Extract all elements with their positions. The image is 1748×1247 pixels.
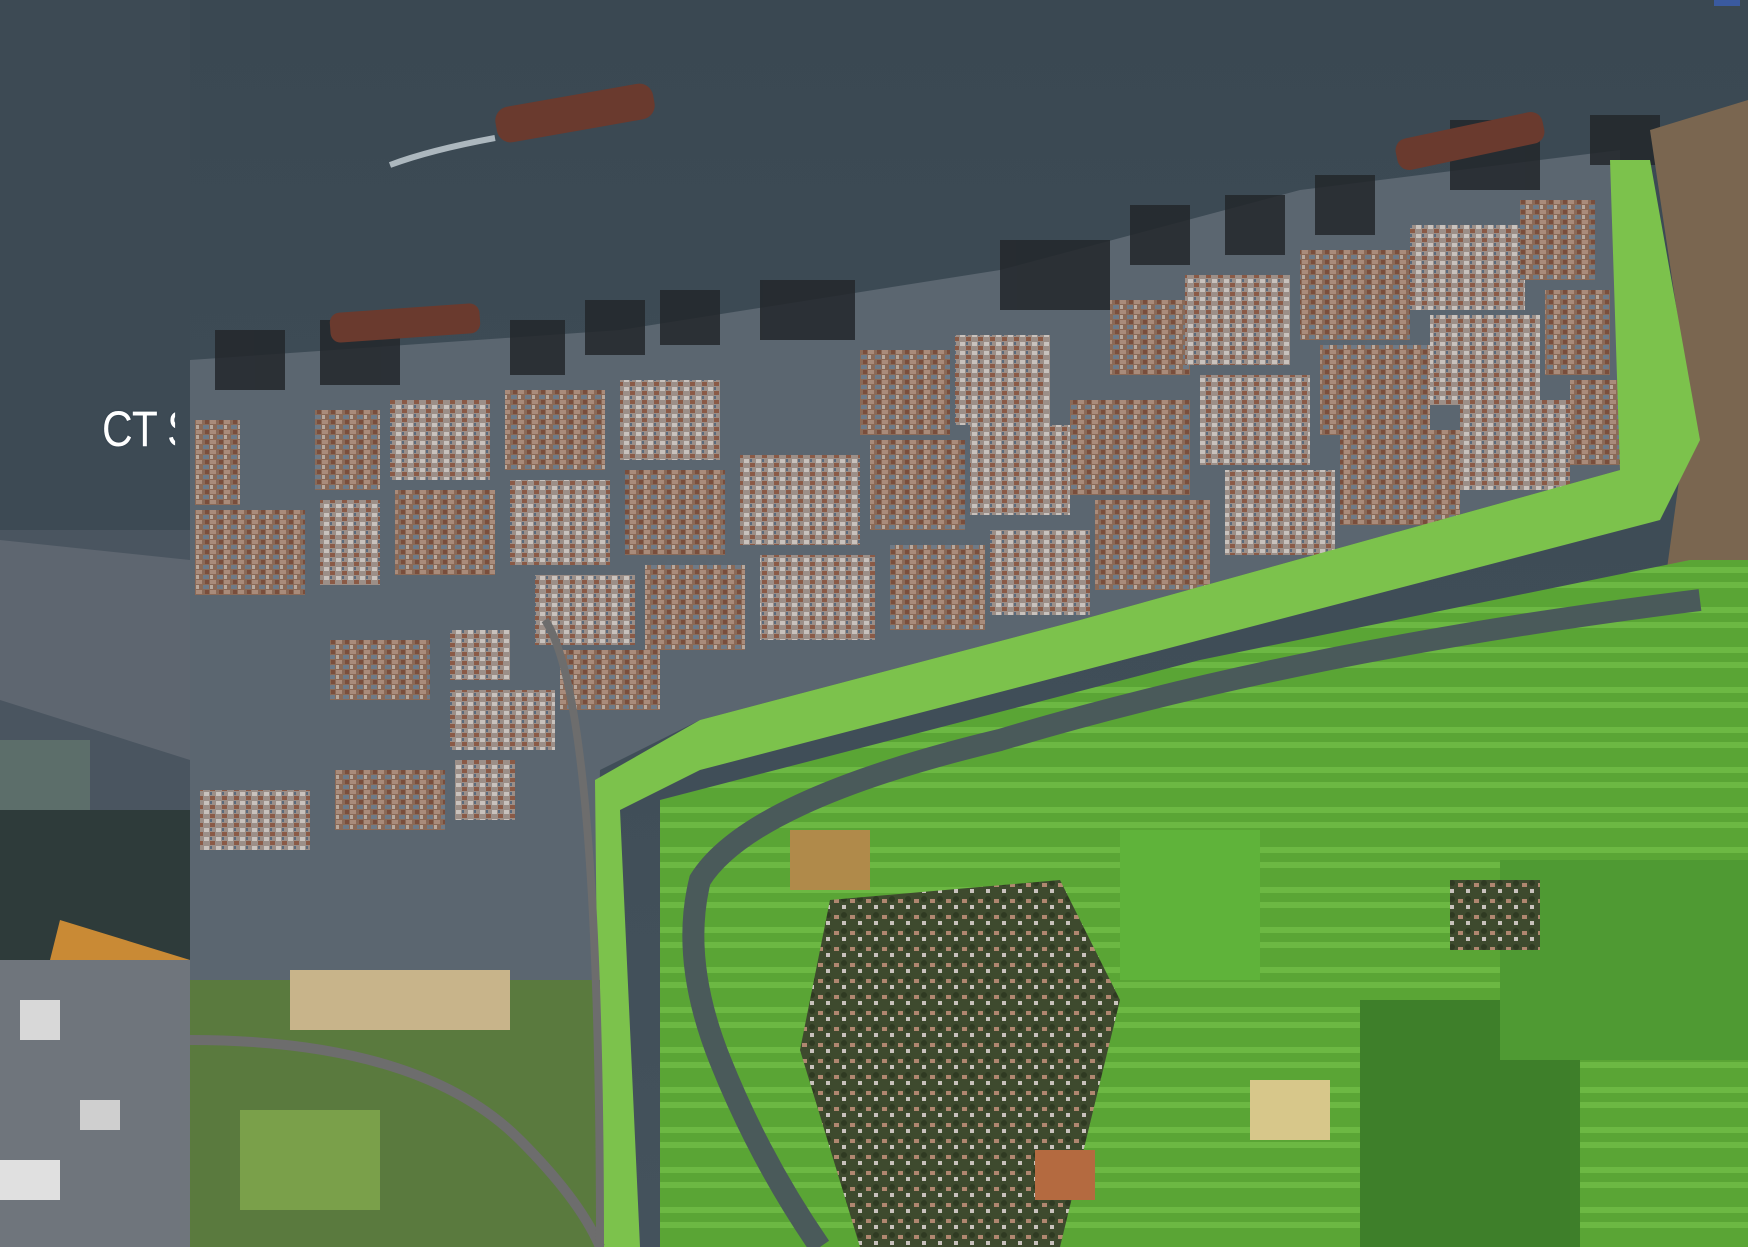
field-patches: [790, 830, 1748, 1247]
brown-plot: [1035, 1150, 1095, 1200]
farmstead: [1450, 880, 1540, 950]
container-ship: [495, 83, 655, 143]
railway: [541, 617, 604, 1247]
container-stacks: [195, 200, 1620, 850]
river-channel: [682, 589, 1702, 1247]
dyke-embankment: [595, 160, 1700, 1247]
left-photo-strip: [0, 0, 190, 1247]
terminal-label: CT Sc: [102, 401, 175, 457]
moored-ship: [1395, 111, 1545, 171]
moored-ship: [329, 303, 481, 343]
railway: [189, 1035, 605, 1247]
corner-mark: [1714, 0, 1740, 6]
ship-wake: [388, 135, 496, 168]
